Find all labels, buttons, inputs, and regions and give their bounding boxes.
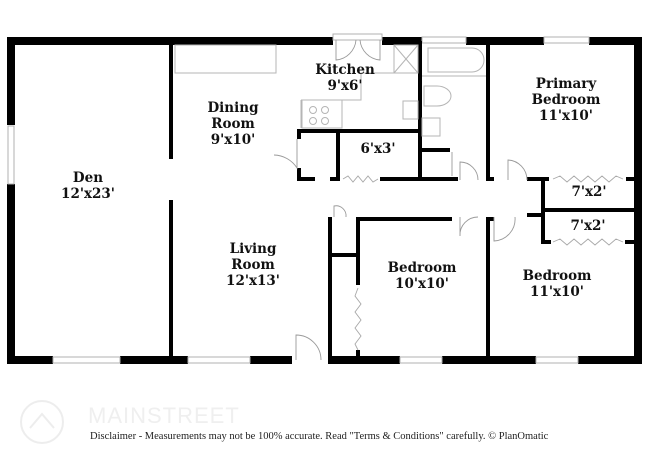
room-label-primary-bedroom: Primary Bedroom 11'x10' xyxy=(532,76,601,124)
room-label-living-room: Living Room 12'x13' xyxy=(226,241,280,289)
room-label-closet-b: 7'x2' xyxy=(570,218,605,234)
room-name: Living xyxy=(229,241,277,257)
room-dimensions: 7'x2' xyxy=(570,218,606,234)
room-name: Bedroom xyxy=(522,268,592,284)
room-dimensions: 9'x10' xyxy=(210,132,256,148)
room-label-dining-room: Dining Room 9'x10' xyxy=(207,100,258,148)
room-name: Bedroom xyxy=(387,260,457,276)
room-name: Room xyxy=(231,257,275,273)
room-name: Bedroom xyxy=(531,92,601,108)
room-name: Dining xyxy=(207,100,259,116)
room-dimensions: 7'x2' xyxy=(571,184,607,200)
room-label-closet-a: 7'x2' xyxy=(571,184,606,200)
bifold-doors xyxy=(342,175,624,351)
disclaimer-text: Disclaimer - Measurements may not be 100… xyxy=(90,431,549,442)
watermark-brand: MAINSTREET xyxy=(88,403,240,428)
room-dimensions: 10'x10' xyxy=(395,276,449,292)
door-swings xyxy=(273,139,528,361)
room-label-den: Den 12'x23' xyxy=(61,170,115,202)
windows xyxy=(7,33,590,364)
room-label-bedroom-2: Bedroom 10'x10' xyxy=(388,260,457,292)
room-label-bedroom-3: Bedroom 11'x10' xyxy=(523,268,592,300)
room-dimensions: 12'x23' xyxy=(61,186,115,202)
room-name: Room xyxy=(211,116,255,132)
room-name: Den xyxy=(72,170,104,186)
room-label-kitchen: Kitchen 9'x6' xyxy=(315,62,375,94)
bath-fixtures xyxy=(421,47,486,137)
room-name: Kitchen xyxy=(315,62,375,78)
room-dimensions: 9'x6' xyxy=(327,78,363,94)
interior-walls xyxy=(169,41,638,360)
room-label-hall-closet: 6'x3' xyxy=(360,141,395,157)
room-dimensions: 6'x3' xyxy=(360,141,396,157)
room-name: Primary xyxy=(535,76,597,92)
watermark-logo-icon xyxy=(20,400,64,444)
room-dimensions: 12'x13' xyxy=(226,273,280,289)
kitchen-fixtures xyxy=(174,39,419,129)
room-dimensions: 11'x10' xyxy=(539,108,593,124)
room-dimensions: 11'x10' xyxy=(530,284,584,300)
